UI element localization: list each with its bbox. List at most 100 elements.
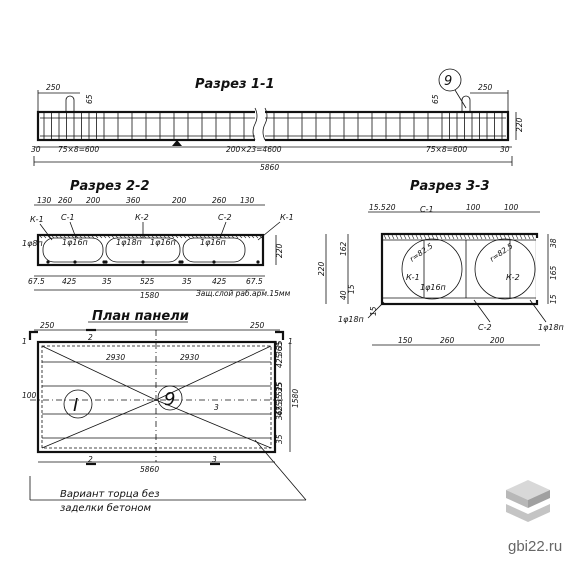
plan-right-dim: 35 — [275, 434, 284, 444]
dim-250-left: 250 — [46, 83, 61, 92]
dim-30-right: 30 — [500, 145, 510, 154]
footnote: Вариант торца без заделки бетоном — [60, 488, 160, 514]
label-c1-33: С-1 — [420, 205, 434, 214]
cover-note: Защ.слой раб.арм.15мм — [196, 289, 291, 298]
label-bar-k2b: 1φ16п — [150, 238, 176, 247]
label-bar-c1: 1φ16п — [62, 238, 88, 247]
label-bar-k2: 1φ18п — [116, 238, 142, 247]
dim-bot-3: 525 — [140, 277, 155, 286]
rebar-dot — [46, 260, 50, 264]
dim-33-right-38: 38 — [549, 238, 558, 248]
dim-250-right: 250 — [478, 83, 493, 92]
lifting-loop-left — [65, 95, 75, 112]
label-k2: К-2 — [135, 213, 149, 222]
bottom-dimensions: 67.5 425 35 525 35 425 67.5 — [28, 277, 263, 286]
label-bar3-33: 1φ18п — [538, 323, 564, 332]
mark-1-left: 1 — [22, 337, 27, 346]
label-k1-left: К-1 — [30, 215, 44, 224]
dim-33-top-3: 100 — [504, 203, 519, 212]
section-3-3-title: Разрез 3-3 — [410, 179, 490, 194]
dim-75x8-left: 75×8=600 — [58, 145, 99, 154]
dim-bot-6: 67.5 — [246, 277, 263, 286]
marker-I: I — [73, 395, 78, 416]
dim-33-left-162: 162 — [339, 241, 348, 256]
support-mark — [172, 140, 182, 146]
watermark-text: gbi22.ru — [508, 538, 562, 555]
section-1-1: Разрез 1-1 250 65 250 65 9 220 30 — [31, 68, 524, 172]
label-k1-33: К-1 — [406, 273, 420, 282]
dim-33-left-15: 15 — [347, 284, 356, 294]
dim-65-right: 65 — [431, 94, 440, 104]
dim-33-right-165: 165 — [549, 265, 558, 280]
plan-dim-250-right: 250 — [250, 321, 265, 330]
panel-cross-section — [36, 233, 265, 267]
hollow-core-2 — [474, 238, 536, 300]
plan-right-dim: 365 — [275, 341, 284, 356]
section-1-1-title: Разрез 1-1 — [195, 77, 275, 92]
label-bar-left: 1φ8п — [22, 239, 43, 248]
longitudinal-section — [380, 232, 539, 306]
plan-right-dim: 365 — [275, 405, 284, 420]
dim-33-left-15b: 15 — [369, 306, 378, 316]
dim-top-5: 260 — [212, 196, 227, 205]
plan-outline — [36, 340, 277, 454]
label-r2: r=82.5 — [488, 241, 515, 263]
plan-right-dim: 35 — [275, 394, 284, 404]
dim-33-bot-260: 260 — [440, 336, 455, 345]
lifting-loop-right — [461, 95, 471, 112]
dim-bot-5: 425 — [212, 277, 227, 286]
site-logo: gbi22.ru — [506, 480, 562, 555]
dim-33-top-2: 100 — [466, 203, 481, 212]
dim-33-right-15: 15 — [549, 294, 558, 304]
label-c2: С-2 — [218, 213, 232, 222]
dim-bot-2: 35 — [102, 277, 112, 286]
hollow-core-1 — [401, 238, 463, 300]
plan-dim-2930-b: 2930 — [180, 353, 199, 362]
rebar-dot — [73, 260, 77, 264]
plan-right-dim: 35 — [275, 382, 284, 392]
top-dimensions: 130 260 200 360 200 260 130 — [37, 196, 255, 205]
rebar-dot — [256, 260, 260, 264]
plan-dim-250-left: 250 — [40, 321, 55, 330]
label-k1-right: К-1 — [280, 213, 294, 222]
dim-top-1: 260 — [58, 196, 73, 205]
label-k2-33: К-2 — [506, 273, 520, 282]
plan-dim-1580: 1580 — [291, 389, 300, 408]
dim-top-4: 200 — [172, 196, 187, 205]
section-2-2: Разрез 2-2 130 260 200 360 200 260 130 К… — [22, 179, 294, 300]
rebar-dot — [212, 260, 216, 264]
panel-elevation — [36, 110, 510, 142]
footnote-line1: Вариант торца без — [60, 488, 160, 500]
dim-top-2: 200 — [86, 196, 101, 205]
plan-right-dim: 525 — [275, 381, 284, 396]
plan-dim-100: 100 — [22, 391, 37, 400]
rebar-dot — [180, 260, 184, 264]
dim-33-bot-150: 150 — [398, 336, 413, 345]
dim-75x8-right: 75×8=600 — [426, 145, 467, 154]
dim-33-top-0: 15.5 — [369, 203, 386, 212]
dim-bot-1: 425 — [62, 277, 77, 286]
label-c2-33: С-2 — [478, 323, 492, 332]
dim-33-left-220: 220 — [317, 261, 326, 276]
dim-220: 220 — [515, 117, 524, 132]
dim-33-top-1: 20 — [386, 203, 396, 212]
marker-9-circle — [157, 385, 183, 411]
plan-right-dim: 425 — [275, 353, 284, 368]
label-bar-c2: 1φ16п — [200, 238, 226, 247]
mark-3-mid: 3 — [214, 403, 219, 412]
dim-200x23: 200×23=4600 — [226, 145, 282, 154]
plan-dim-5860: 5860 — [140, 465, 159, 474]
dim-1580-s22: 1580 — [140, 291, 159, 300]
dim-5860-s11: 5860 — [260, 163, 279, 172]
plan-right-dim: 35 — [275, 340, 284, 350]
plan-right-dim: 425 — [275, 401, 284, 416]
dim-33-left-40: 40 — [339, 290, 348, 300]
label-c1: С-1 — [61, 213, 75, 222]
mark-2-top: 2 — [88, 333, 93, 342]
section-2-2-title: Разрез 2-2 — [70, 179, 150, 194]
dim-bot-4: 35 — [182, 277, 192, 286]
stirrups — [43, 113, 503, 139]
label-r1: r=82.5 — [408, 241, 435, 263]
